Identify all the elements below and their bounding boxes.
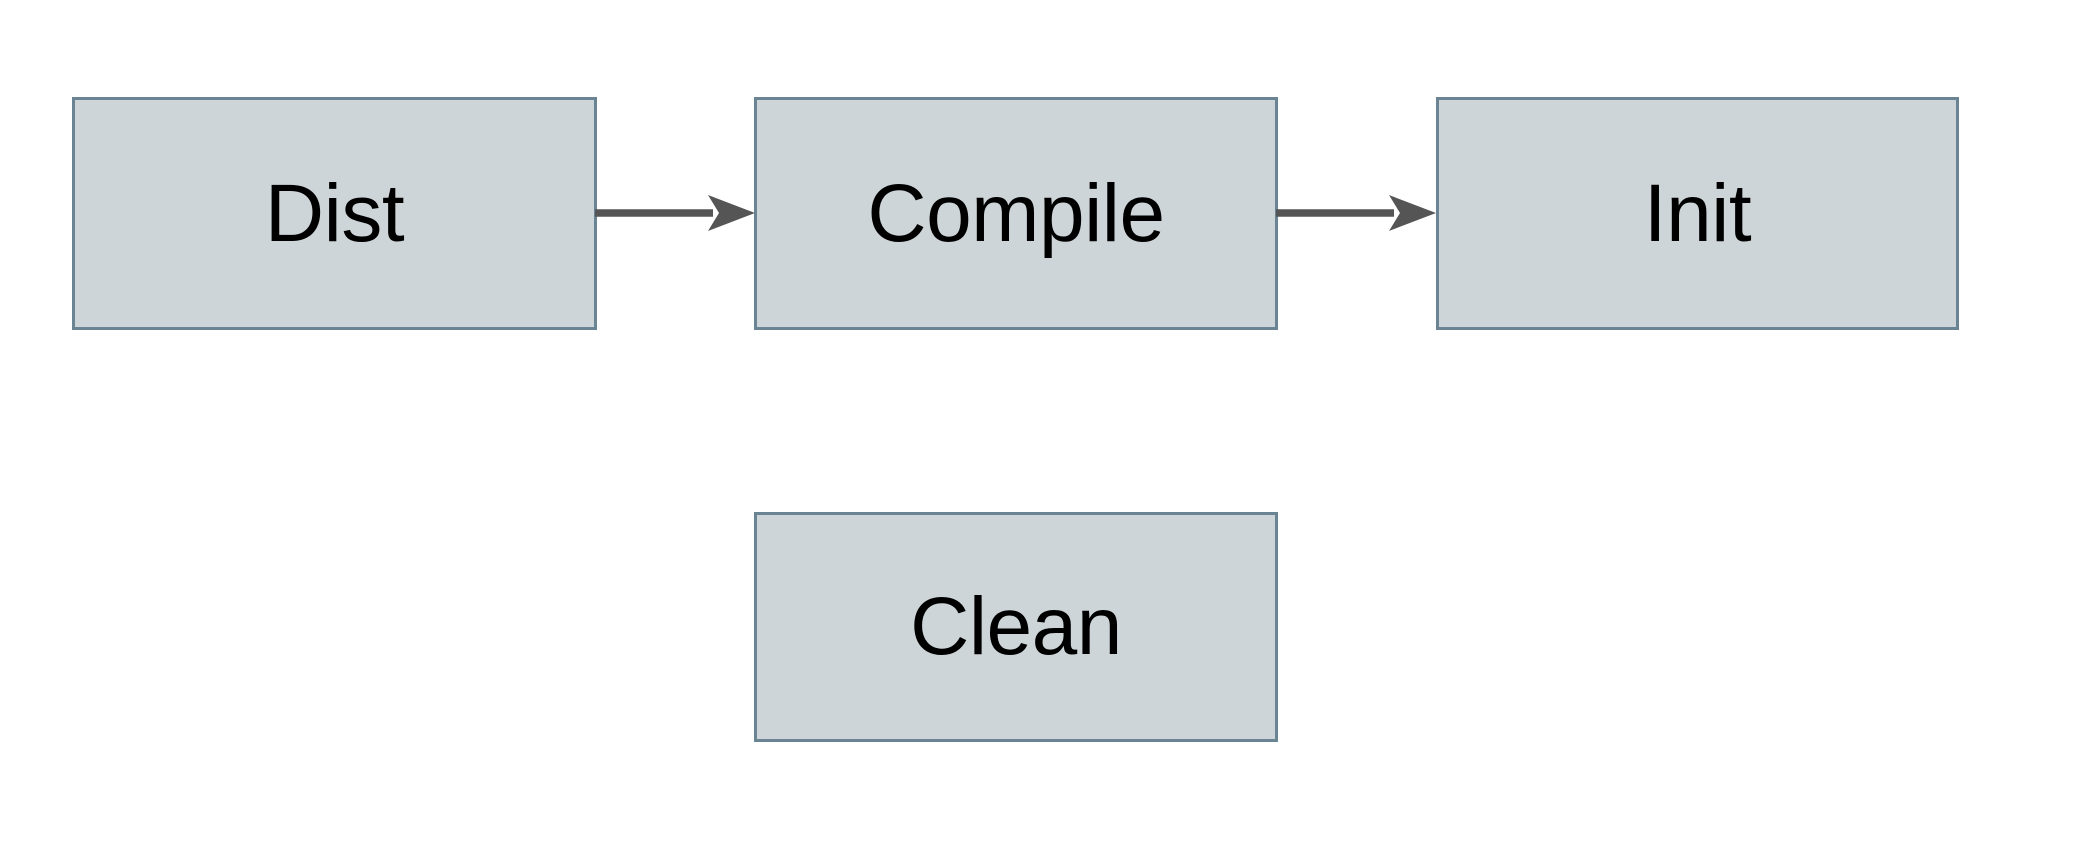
node-compile[interactable]: Compile bbox=[754, 97, 1278, 330]
node-dist[interactable]: Dist bbox=[72, 97, 597, 330]
edge-compile-to-init[interactable] bbox=[1276, 190, 1438, 236]
node-clean-label: Clean bbox=[910, 581, 1122, 672]
node-compile-label: Compile bbox=[867, 167, 1165, 259]
node-init[interactable]: Init bbox=[1436, 97, 1959, 330]
node-clean[interactable]: Clean bbox=[754, 512, 1278, 742]
node-dist-label: Dist bbox=[264, 167, 405, 259]
edge-dist-to-compile[interactable] bbox=[595, 190, 757, 236]
node-init-label: Init bbox=[1643, 167, 1752, 259]
